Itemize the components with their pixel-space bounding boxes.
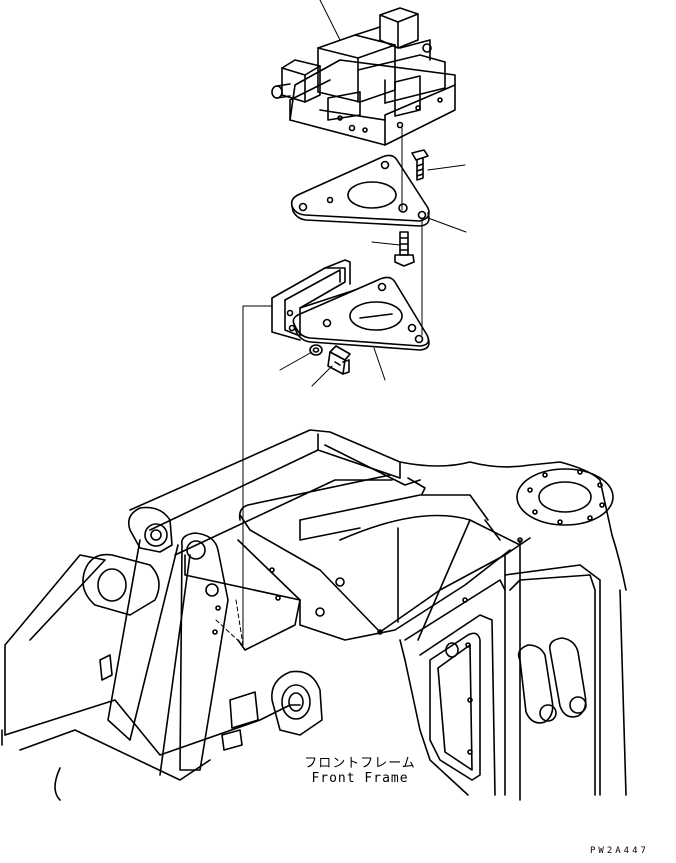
washer — [309, 344, 323, 356]
middle-bolt-callout — [371, 241, 401, 246]
lower-plate-callout — [373, 347, 386, 381]
part-name-japanese: フロントフレーム — [304, 756, 416, 771]
upper-mounting-plate — [290, 154, 430, 227]
lower-bolt — [327, 345, 351, 375]
drawing-code: PW2A447 — [590, 846, 649, 856]
lower-bolt-callout — [311, 365, 333, 387]
valve-block-callout — [319, 0, 341, 41]
lower-bracket — [271, 259, 356, 341]
alignment-lines — [215, 127, 423, 646]
valve-block-assembly — [271, 7, 456, 146]
front-frame — [1, 429, 627, 801]
lower-mounting-plate — [292, 276, 430, 351]
upper-bolt — [411, 149, 429, 181]
washer-callout — [279, 351, 313, 371]
part-name-english: Front Frame — [311, 771, 409, 786]
upper-plate-callout — [427, 217, 467, 233]
middle-bolt — [394, 231, 415, 267]
upper-bolt-callout — [427, 164, 466, 171]
callout-leaders — [279, 0, 467, 387]
